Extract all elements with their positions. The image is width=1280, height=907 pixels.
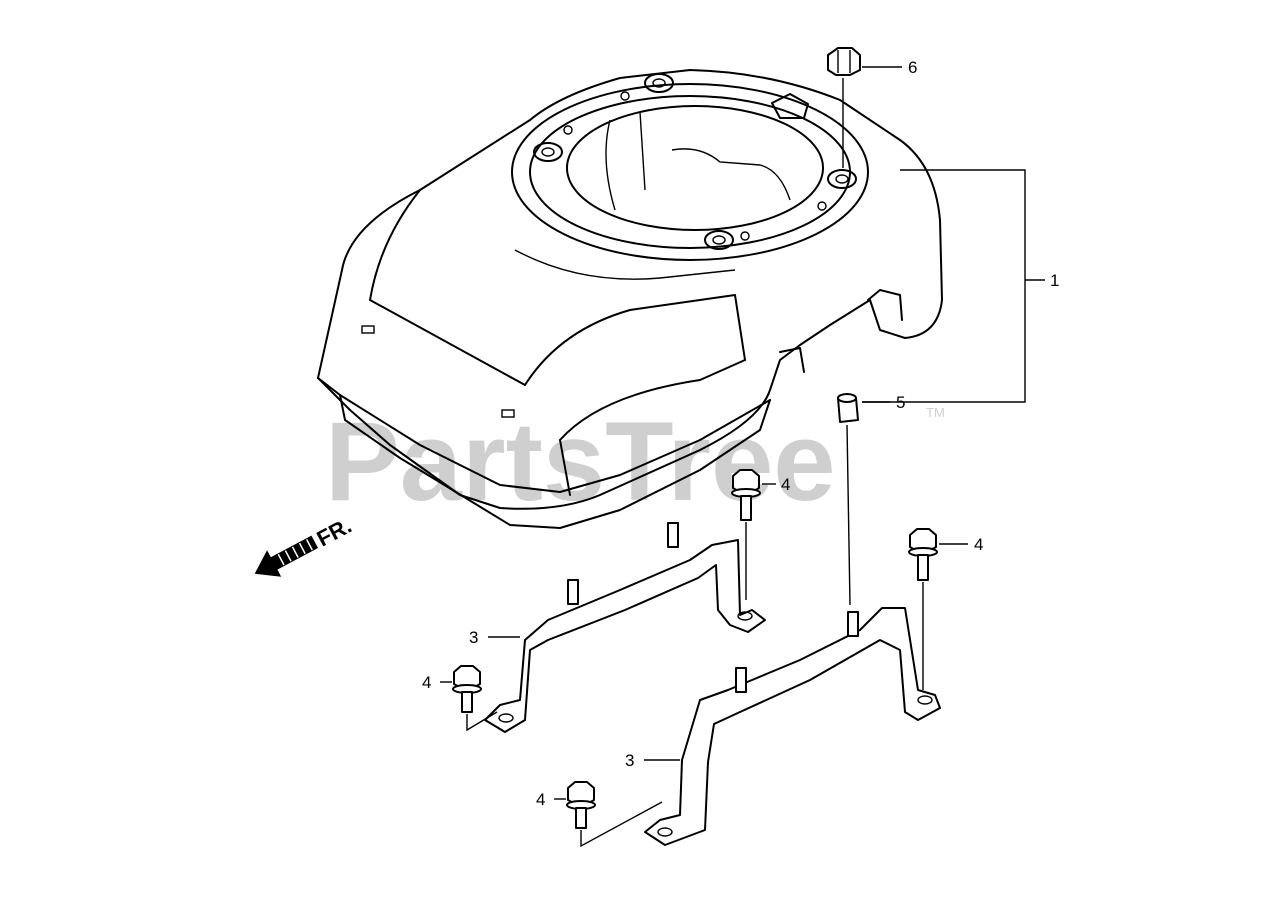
callout-3-a: 3 xyxy=(469,628,478,647)
front-direction-arrow: FR. xyxy=(254,513,356,577)
callout-4-d: 4 xyxy=(536,790,545,809)
collar-part-5[interactable] xyxy=(837,393,859,423)
bolt-part-4-b[interactable] xyxy=(908,528,938,581)
callout-6: 6 xyxy=(908,58,917,77)
callout-1: 1 xyxy=(1050,271,1059,290)
bracket-right-part-3[interactable] xyxy=(644,607,941,846)
leader-bolt-c xyxy=(466,711,498,732)
watermark-trademark: TM xyxy=(926,405,945,420)
leader-callout-1-bracket xyxy=(862,169,1026,403)
bolt-part-4-c[interactable] xyxy=(452,665,482,713)
callout-5: 5 xyxy=(896,393,905,412)
bracket-left-part-3[interactable] xyxy=(484,522,766,733)
nut-part-6[interactable] xyxy=(827,47,861,76)
leader-collar-to-bracket xyxy=(846,424,851,606)
leader-bolt-d xyxy=(580,801,663,848)
bolt-part-4-a[interactable] xyxy=(731,469,761,521)
watermark-logo: PartsTree xyxy=(325,399,836,524)
callout-3-b: 3 xyxy=(625,751,634,770)
bolt-part-4-d[interactable] xyxy=(566,781,596,829)
callout-4-c: 4 xyxy=(422,673,431,692)
callout-4-a: 4 xyxy=(781,475,790,494)
callout-4-b: 4 xyxy=(974,535,983,554)
fan-cover[interactable] xyxy=(317,69,943,529)
